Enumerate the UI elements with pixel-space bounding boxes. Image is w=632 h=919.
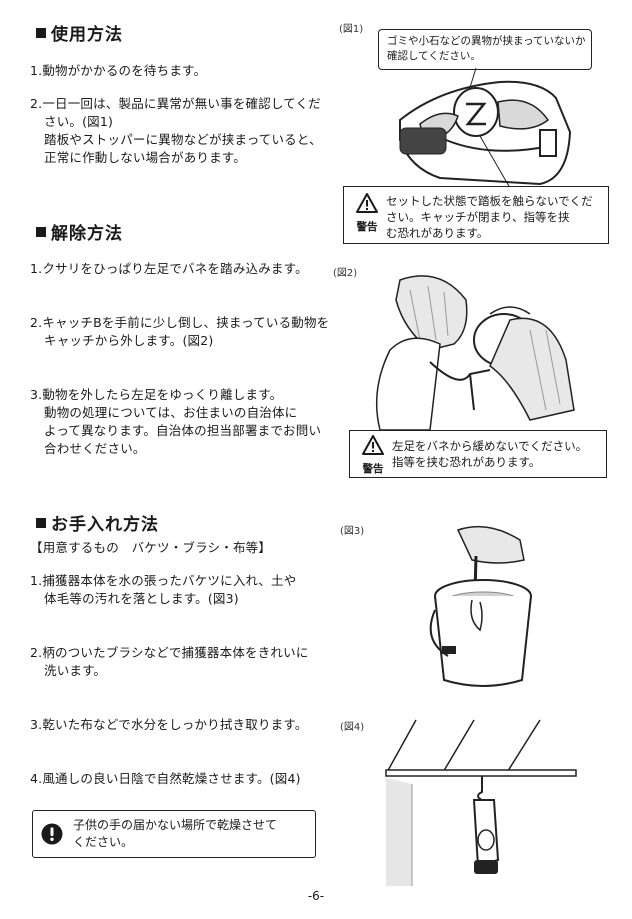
care-materials: 【用意するもの バケツ・ブラシ・布等】	[30, 540, 272, 555]
text-line: 動物の処理については、お住まいの自治体に	[44, 405, 298, 420]
section-heading-release: 解除方法	[36, 219, 123, 244]
figure-1-callout: ゴミや小石などの異物が挟まっていないか 確認してください。	[378, 29, 592, 70]
notice-box: 子供の手の届かない場所で乾燥させて ください。	[32, 810, 316, 858]
text-line: 2.柄のついたブラシなどで捕獲器本体をきれいに	[30, 645, 309, 660]
text-line: ゴミや小石などの異物が挟まっていないか	[387, 35, 586, 47]
page-number: -6-	[307, 889, 325, 903]
care-step-4: 4.風通しの良い日陰で自然乾燥させます。(図4)	[30, 771, 301, 786]
trap-illustration	[399, 67, 572, 189]
text-line: 踏板やストッパーに異物などが挟まっていると、	[44, 132, 322, 147]
text-line: 洗います。	[44, 663, 107, 678]
text-line: 左足をバネから緩めないでください。	[392, 439, 588, 453]
text-line: む恐れがあります。	[386, 226, 489, 240]
text-line: 3.動物を外したら左足をゆっくり離します。	[30, 387, 283, 402]
text-line: 子供の手の届かない場所で乾燥させて	[73, 818, 278, 832]
notice-text: 子供の手の届かない場所で乾燥させて ください。	[73, 817, 313, 851]
text-line: 正常に作動しない場合があります。	[44, 150, 246, 165]
heading-text: 使用方法	[51, 25, 123, 45]
care-step-1: 1.捕獲器本体を水の張ったバケツに入れ、土や 体毛等の汚れを落とします。(図3)	[30, 572, 340, 608]
text-line: 指等を挟む恐れがあります。	[392, 455, 541, 469]
text-line: セットした状態で踏板を触らないでくだ	[386, 194, 593, 208]
heading-text: 解除方法	[51, 224, 123, 244]
hanging-trap-illustration	[385, 719, 577, 886]
release-step-2: 2.キャッチBを手前に少し倒し、挟まっている動物を キャッチから外します。(図2…	[30, 314, 340, 350]
text-line: 確認してください。	[387, 50, 481, 62]
glove-hands-illustration	[375, 275, 575, 431]
warning-text: セットした状態で踏板を触らないでくだ さい。キャッチが閉まり、指等を挟 む恐れが…	[386, 193, 602, 241]
figure-3-label: (図3)	[340, 526, 365, 537]
figure-2-warning: 警告 左足をバネから緩めないでください。 指等を挟む恐れがあります。	[349, 430, 607, 478]
bucket-illustration	[429, 525, 532, 687]
heading-bullet	[36, 517, 46, 528]
exclamation-icon	[41, 823, 63, 845]
heading-text: お手入れ方法	[51, 515, 159, 535]
text-line: よって異なります。自治体の担当部署までお問い	[44, 423, 322, 438]
care-step-2: 2.柄のついたブラシなどで捕獲器本体をきれいに 洗います。	[30, 644, 340, 680]
warning-text: 左足をバネから緩めないでください。 指等を挟む恐れがあります。	[392, 438, 604, 470]
section-heading-usage: 使用方法	[36, 20, 123, 45]
text-line: さい。キャッチが閉まり、指等を挟	[386, 210, 570, 224]
release-step-3: 3.動物を外したら左足をゆっくり離します。 動物の処理については、お住まいの自治…	[30, 386, 340, 458]
warning-triangle-icon	[356, 193, 378, 213]
callout-text: ゴミや小石などの異物が挟まっていないか 確認してください。	[387, 34, 587, 64]
text-line: キャッチから外します。(図2)	[44, 333, 214, 348]
text-line: 2.一日一回は、製品に異常が無い事を確認してくだ	[30, 96, 321, 111]
release-step-1: 1.クサリをひっぱり左足でバネを踏み込みます。	[30, 261, 308, 276]
usage-step-1: 1.動物がかかるのを待ちます。	[30, 63, 207, 78]
warning-triangle-icon	[362, 435, 384, 455]
heading-bullet	[36, 226, 46, 237]
heading-bullet	[36, 27, 46, 38]
text-line: ください。	[73, 835, 134, 849]
figure-1-label: (図1)	[339, 24, 364, 35]
text-line: 2.キャッチBを手前に少し倒し、挟まっている動物を	[30, 315, 330, 330]
warning-label: 警告	[362, 463, 384, 475]
warning-icon-group: 警告	[356, 435, 390, 476]
section-heading-care: お手入れ方法	[36, 510, 159, 535]
text-line: 合わせください。	[44, 441, 146, 456]
text-line: さい。(図1)	[44, 114, 114, 129]
warning-icon-group: 警告	[350, 193, 384, 234]
text-line: 1.捕獲器本体を水の張ったバケツに入れ、土や	[30, 573, 297, 588]
figure-4-label: (図4)	[340, 722, 365, 733]
usage-step-2: 2.一日一回は、製品に異常が無い事を確認してくだ さい。(図1) 踏板やストッパ…	[30, 95, 340, 167]
warning-label: 警告	[356, 221, 378, 233]
figure-1-warning: 警告 セットした状態で踏板を触らないでくだ さい。キャッチが閉まり、指等を挟 む…	[343, 186, 609, 244]
text-line: 体毛等の汚れを落とします。(図3)	[44, 591, 239, 606]
care-step-3: 3.乾いた布などで水分をしっかり拭き取ります。	[30, 717, 308, 732]
figure-2-label: (図2)	[333, 268, 358, 279]
